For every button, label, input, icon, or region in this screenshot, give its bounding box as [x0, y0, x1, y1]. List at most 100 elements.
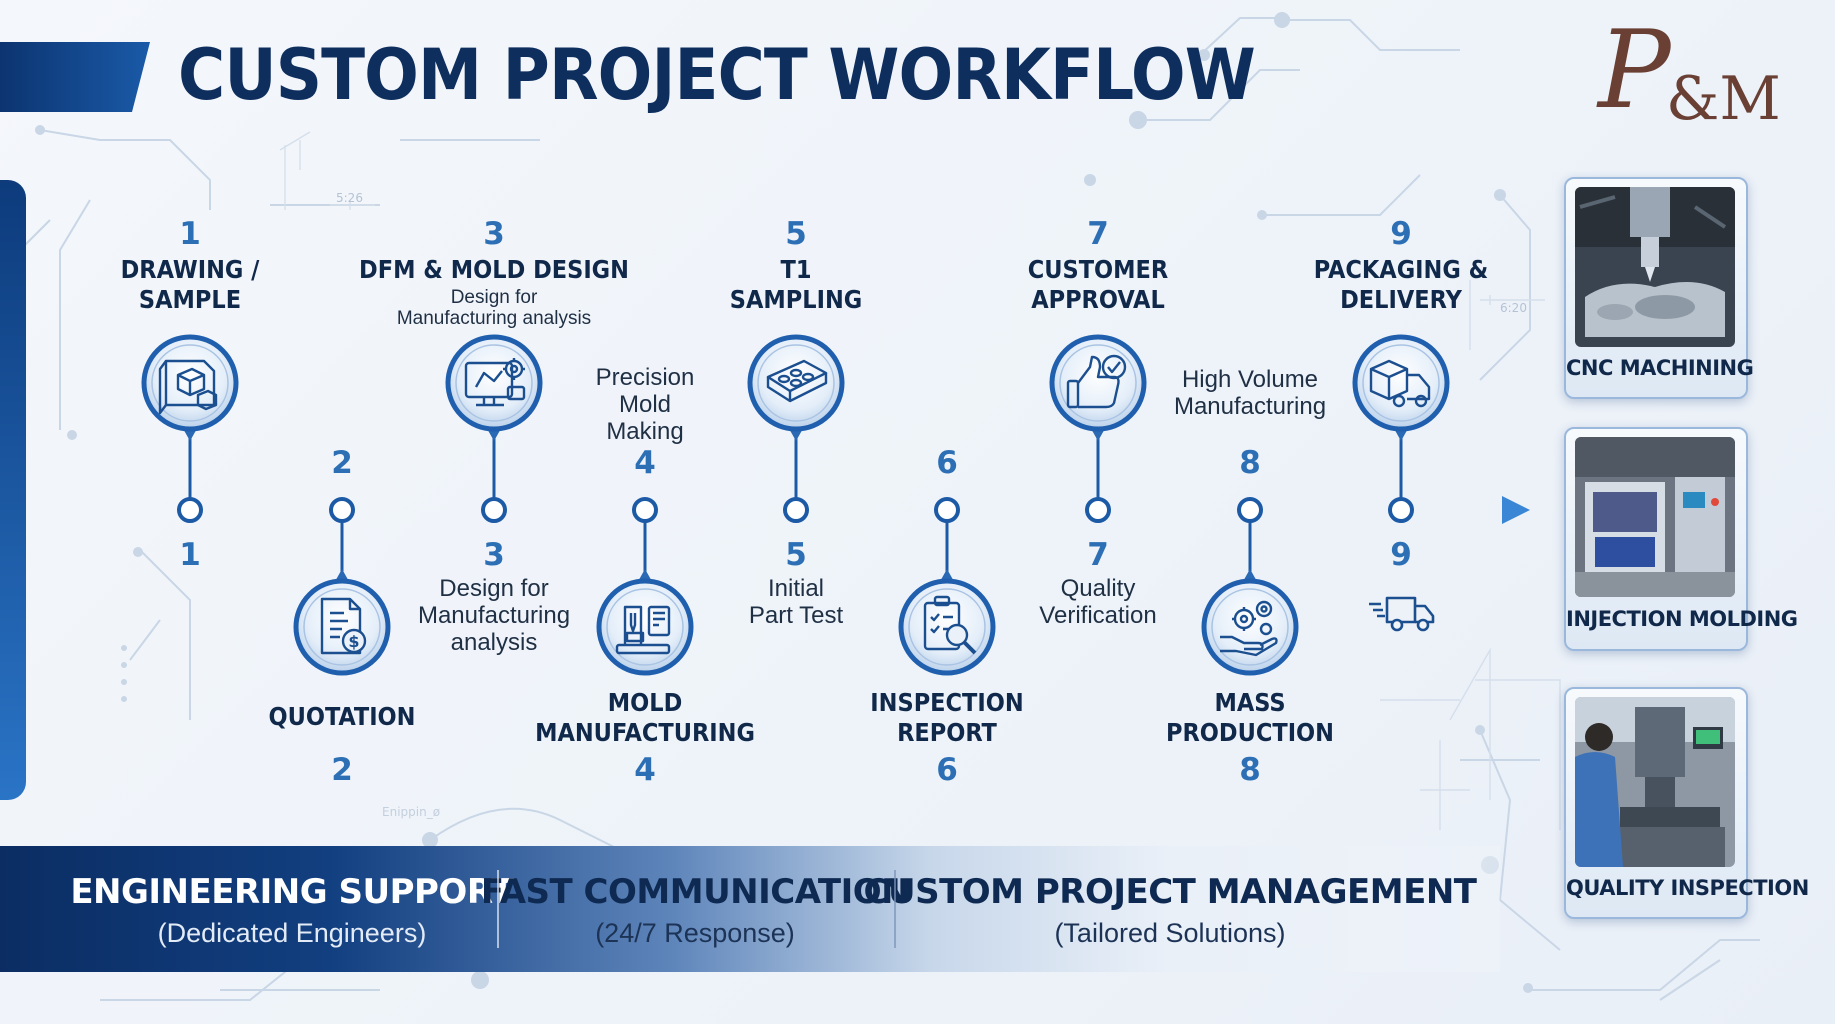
step-5-description: Initial Part Test	[749, 575, 843, 629]
step-6-number-below: 6	[936, 752, 958, 788]
step-4-desc-line1: Precision	[595, 364, 695, 391]
step-9-number: 9	[1390, 216, 1412, 252]
photo-card-cnc: CNC MACHINING	[1564, 177, 1754, 399]
photo-card-injection: INJECTION MOLDING	[1564, 427, 1798, 651]
step-9-title: PACKAGING & DELIVERY	[1314, 255, 1488, 315]
step-1-number: 1	[179, 216, 201, 252]
step-6-title-line2: REPORT	[897, 718, 997, 747]
step-4-title: MOLD MANUFACTURING	[535, 688, 755, 748]
step-3-desc-line2: Manufacturing	[417, 602, 571, 629]
footer-divider-2	[894, 870, 896, 948]
quality-inspection-photo	[1575, 697, 1735, 867]
step-7-description: Quality Verification	[1039, 575, 1156, 629]
photo-caption-cnc: CNC MACHINING	[1566, 356, 1754, 380]
cad-monitor-gear-icon	[464, 358, 526, 407]
delivery-truck-box-icon	[1369, 359, 1431, 408]
footer-band: ENGINEERING SUPPORT (Dedicated Engineers…	[0, 846, 1500, 972]
footer-engineering-title: ENGINEERING SUPPORT	[70, 872, 514, 912]
step-7-title-line2: APPROVAL	[1031, 285, 1165, 314]
timeline-node-4	[632, 497, 658, 523]
footer-divider-1	[497, 870, 499, 948]
step-5-number: 5	[785, 216, 807, 252]
footer-communication-subtitle: (24/7 Response)	[595, 918, 795, 948]
timeline-node-9	[1388, 497, 1414, 523]
dimension-label: 5:26	[336, 191, 363, 205]
delivery-truck-icon	[1369, 596, 1435, 632]
step-9-title-line1: PACKAGING &	[1313, 255, 1489, 284]
timeline-node-5	[783, 497, 809, 523]
photo-caption-inspection: QUALITY INSPECTION	[1566, 876, 1809, 900]
thumbs-up-check-icon	[1066, 354, 1127, 409]
step-8-number: 8	[1239, 445, 1261, 481]
icon-bubble-step-3	[445, 334, 543, 432]
footer-management-subtitle: (Tailored Solutions)	[1054, 918, 1286, 948]
blueprint-icon	[158, 359, 218, 415]
faint-label: Enippin_ø	[382, 805, 440, 819]
step-7-number-below: 7	[1087, 537, 1109, 573]
icon-bubble-step-7	[1049, 334, 1147, 432]
step-8-title-line2: PRODUCTION	[1165, 718, 1335, 747]
step-5-number-below: 5	[785, 537, 807, 573]
icon-bubble-step-6	[898, 578, 996, 676]
timeline-node-7	[1085, 497, 1111, 523]
step-8-title: MASS PRODUCTION	[1166, 688, 1334, 748]
step-6-title: INSPECTION REPORT	[870, 688, 1023, 748]
hand-gears-icon	[1220, 600, 1278, 657]
step-1-number-below: 1	[179, 537, 201, 573]
footer-engineering-subtitle: (Dedicated Engineers)	[157, 918, 427, 948]
step-4-desc-line3: Making	[606, 418, 684, 445]
step-3-number-below: 3	[483, 537, 505, 573]
step-1-title-line2: SAMPLE	[138, 285, 242, 314]
step-4-number: 4	[634, 445, 656, 481]
step-4-title-line2: MANUFACTURING	[535, 718, 755, 747]
step-5-desc-line2: Part Test	[748, 602, 844, 629]
step-7-title: CUSTOMER APPROVAL	[1028, 255, 1169, 315]
step-9-title-line2: DELIVERY	[1340, 285, 1462, 314]
invoice-dollar-icon: $	[320, 597, 367, 655]
step-2-number: 2	[331, 445, 353, 481]
icon-bubble-ring-step-7	[1059, 344, 1137, 422]
step-8-number-below: 8	[1239, 752, 1261, 788]
step-5-title: T1 SAMPLING	[730, 255, 862, 315]
footer-management-title: CUSTOM PROJECT MANAGEMENT	[863, 872, 1477, 912]
step-4-desc-line2: Mold	[618, 391, 672, 418]
timeline-node-1	[177, 497, 203, 523]
step-3-title: DFM & MOLD DESIGN	[359, 255, 629, 284]
step-8-title-line1: MASS	[1214, 688, 1286, 717]
step-2-number-below: 2	[331, 752, 353, 788]
timeline-node-3	[481, 497, 507, 523]
logo-letters-amp-m: &M	[1666, 64, 1781, 134]
step-3-subtitle-line1: Design for	[450, 287, 538, 308]
icon-bubble-ring-step-2	[303, 588, 381, 666]
step-3-subtitle: Design for Manufacturing analysis	[397, 287, 591, 329]
step-3-subtitle-line2: Manufacturing analysis	[396, 308, 592, 329]
timeline-node-6	[934, 497, 960, 523]
timeline-node-8	[1237, 497, 1263, 523]
title-accent-bar	[0, 42, 150, 112]
icon-bubble-ring-step-4	[606, 588, 684, 666]
footer-communication-title: FAST COMMUNICATION	[480, 872, 910, 912]
icon-bubble-ring-step-9	[1362, 344, 1440, 422]
photo-caption-injection: INJECTION MOLDING	[1566, 607, 1798, 631]
step-7-desc-line1: Quality	[1060, 575, 1136, 602]
injection-molding-photo	[1575, 437, 1735, 597]
icon-bubble-ring-step-6	[908, 588, 986, 666]
step-5-title-line1: T1	[780, 255, 812, 284]
step-8-description: High Volume Manufacturing	[1174, 366, 1326, 420]
clipboard-magnifier-icon	[923, 595, 977, 655]
icon-bubble-ring-step-8	[1211, 588, 1289, 666]
step-8-desc-line1: High Volume	[1181, 366, 1319, 393]
dimension-label-2: 6:20	[1500, 301, 1527, 315]
company-logo: P &M	[1598, 8, 1788, 134]
step-9-number-below: 9	[1390, 537, 1412, 573]
footer-engineering-support: ENGINEERING SUPPORT (Dedicated Engineers…	[70, 872, 514, 949]
left-accent-strip	[0, 180, 26, 800]
icon-bubble-step-5	[747, 334, 845, 432]
icon-bubble-step-2	[293, 578, 391, 676]
step-1-title-line1: DRAWING /	[120, 255, 260, 284]
step-5-title-line2: SAMPLING	[729, 285, 863, 314]
footer-project-management: CUSTOM PROJECT MANAGEMENT (Tailored Solu…	[864, 872, 1477, 949]
step-2-title: QUOTATION	[268, 702, 416, 731]
step-3-number: 3	[483, 216, 505, 252]
